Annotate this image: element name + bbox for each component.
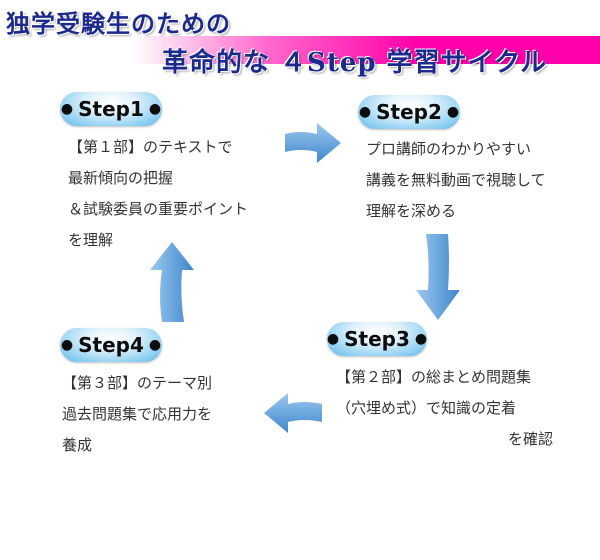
page-title: 独学受験生のための <box>6 9 231 38</box>
step3-line: 【第２部】の総まとめ問題集 <box>336 368 532 386</box>
step1-line: 【第１部】のテキストで <box>68 138 233 156</box>
step4-line: 養成 <box>62 436 93 454</box>
step1-label: Step1 <box>78 97 144 121</box>
step3-line: （穴埋め式）で知識の定着 <box>336 399 517 417</box>
bullet-icon: ● <box>60 101 74 117</box>
step2-line: 理解を深める <box>366 202 457 220</box>
arrow-down-icon <box>416 234 460 320</box>
bullet-icon: ● <box>358 104 372 120</box>
step2-label: Step2 <box>376 100 442 124</box>
header: 独学受験生のための 革命的な ４Step 学習サイクル <box>0 0 600 82</box>
step3-label: Step3 <box>344 327 410 351</box>
step2-badge: ● Step2 ● <box>358 95 460 129</box>
step4-label: Step4 <box>78 333 144 357</box>
bullet-icon: ● <box>148 337 162 353</box>
step3-badge: ● Step3 ● <box>327 322 427 356</box>
step2-line: 講義を無料動画で視聴して <box>366 171 546 189</box>
step1-line: ＆試験委員の重要ポイント <box>68 200 249 218</box>
step1-text: 【第１部】のテキストで 最新傾向の把握 ＆試験委員の重要ポイント を理解 <box>68 132 248 256</box>
step4-line: 【第３部】のテーマ別 <box>62 374 213 392</box>
step1-line: を理解 <box>68 231 114 249</box>
arrow-right-icon <box>285 123 341 163</box>
step3-line: を確認 <box>508 430 554 448</box>
step1-badge: ● Step1 ● <box>60 92 162 126</box>
page-subtitle: 革命的な ４Step 学習サイクル <box>162 48 548 78</box>
bullet-icon: ● <box>326 331 340 347</box>
arrow-left-icon <box>264 393 322 433</box>
step4-badge: ● Step4 ● <box>60 328 162 362</box>
step2-text: プロ講師のわかりやすい 講義を無料動画で視聴して 理解を深める <box>366 134 546 227</box>
bullet-icon: ● <box>414 331 428 347</box>
step4-text: 【第３部】のテーマ別 過去問題集で応用力を 養成 <box>62 368 212 461</box>
step3-text: 【第２部】の総まとめ問題集 （穴埋め式）で知識の定着 を確認 <box>336 362 553 455</box>
step1-line: 最新傾向の把握 <box>68 169 174 187</box>
bullet-icon: ● <box>60 337 74 353</box>
step4-line: 過去問題集で応用力を <box>62 405 213 423</box>
step2-line: プロ講師のわかりやすい <box>366 140 532 158</box>
bullet-icon: ● <box>446 104 460 120</box>
arrow-up-icon <box>150 242 194 322</box>
title-band <box>0 36 600 64</box>
bullet-icon: ● <box>148 101 162 117</box>
